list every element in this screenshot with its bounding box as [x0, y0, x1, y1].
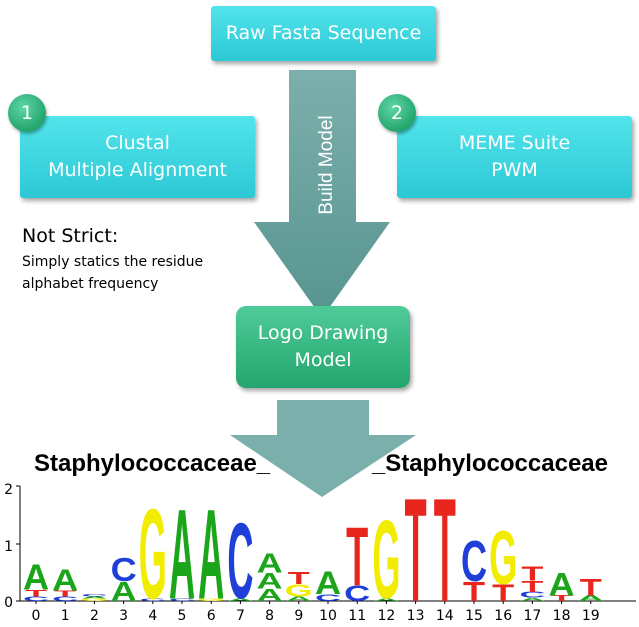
- note-body: Simply statics the residue alphabet freq…: [22, 254, 204, 292]
- logo-letter-C: C: [227, 502, 253, 623]
- logo-letter-C: C: [81, 594, 107, 597]
- logo-letter-C: C: [461, 531, 487, 594]
- clustal-node: Clustal Multiple Alignment: [20, 116, 255, 198]
- logo-drawing-label-line1: Logo Drawing: [257, 322, 389, 344]
- logo-letter-C: C: [140, 598, 166, 601]
- x-tick-label: 4: [148, 608, 157, 624]
- logo-drawing-label-line2: Model: [294, 349, 352, 371]
- y-tick-label: 1: [4, 539, 13, 555]
- logo-letter-A: A: [373, 598, 399, 602]
- logo-letter-A: A: [23, 557, 49, 598]
- y-tick-label: 0: [4, 595, 13, 611]
- logo-letter-A: A: [257, 547, 283, 578]
- logo-letter-A: A: [519, 597, 545, 602]
- x-tick-label: 19: [582, 608, 600, 624]
- step-badge-2: 2: [378, 94, 416, 132]
- logo-letter-T: T: [54, 589, 76, 598]
- clustal-label-line1: Clustal: [105, 132, 170, 154]
- x-tick-label: 2: [90, 608, 99, 624]
- logo-letter-G: G: [197, 598, 225, 601]
- build-model-label: Build Model: [316, 115, 337, 214]
- raw-fasta-label: Raw Fasta Sequence: [225, 22, 422, 44]
- step-badge-1-label: 1: [20, 102, 34, 124]
- step-badge-2-label: 2: [390, 102, 404, 124]
- logo-letter-A: A: [549, 567, 575, 603]
- logo-letter-C: C: [52, 596, 78, 603]
- draw-logo-arrow: [230, 400, 416, 497]
- x-tick-label: 1: [61, 608, 70, 624]
- logo-letter-T: T: [580, 574, 602, 601]
- x-tick-label: 0: [32, 608, 41, 624]
- clustal-label: Clustal Multiple Alignment: [48, 130, 227, 184]
- x-tick-label: 8: [265, 608, 274, 624]
- logo-letter-A: A: [257, 586, 283, 606]
- logo-letter-T: T: [463, 576, 485, 607]
- x-tick-label: 17: [523, 608, 541, 624]
- clustal-label-line2: Multiple Alignment: [48, 159, 227, 181]
- meme-label-line2: PWM: [491, 159, 538, 181]
- x-tick-label: 12: [377, 608, 395, 624]
- build-model-arrow: [254, 70, 390, 318]
- logo-letter-T: T: [521, 563, 543, 585]
- raw-fasta-node: Raw Fasta Sequence: [211, 6, 436, 61]
- logo-drawing-label: Logo Drawing Model: [258, 320, 389, 374]
- x-tick-label: 18: [553, 608, 571, 624]
- logo-letter-G: G: [80, 598, 108, 601]
- logo-title-right: _Staphylococcaceae: [371, 450, 608, 477]
- logo-letter-T: T: [405, 468, 427, 627]
- x-tick-label: 3: [119, 608, 128, 624]
- logo-letter-G: G: [489, 515, 517, 601]
- logo-letter-A: A: [257, 569, 283, 594]
- x-tick-label: 11: [348, 608, 366, 624]
- note-title: Not Strict:: [22, 225, 119, 247]
- logo-letter-T: T: [288, 568, 311, 588]
- logo-letter-C: C: [23, 596, 49, 603]
- logo-letter-T: T: [521, 577, 543, 595]
- logo-letter-A: A: [81, 596, 107, 599]
- x-tick-label: 14: [436, 608, 454, 624]
- logo-letter-T: T: [551, 594, 573, 603]
- logo-letter-A: A: [52, 564, 78, 598]
- logo-letter-T: T: [25, 588, 47, 599]
- x-tick-label: 15: [465, 608, 483, 624]
- logo-drawing-node: Logo Drawing Model: [236, 306, 410, 388]
- logo-letter-A: A: [227, 598, 253, 602]
- meme-label: MEME Suite PWM: [459, 130, 570, 184]
- meme-label-line1: MEME Suite: [458, 132, 571, 154]
- x-tick-label: 10: [319, 608, 337, 624]
- x-tick-label: 13: [407, 608, 425, 624]
- logo-letter-A: A: [578, 594, 604, 603]
- x-tick-label: 6: [207, 608, 216, 624]
- logo-letter-C: C: [315, 592, 341, 603]
- logo-letter-C: C: [111, 551, 137, 589]
- logo-title-left: Staphylococcaceae_: [34, 450, 271, 477]
- y-tick-label: 2: [4, 482, 13, 498]
- logo-letter-A: A: [169, 483, 195, 626]
- logo-letter-C: C: [169, 598, 195, 601]
- x-tick-label: 16: [494, 608, 512, 624]
- step-badge-1: 1: [8, 94, 46, 132]
- x-tick-label: 9: [294, 608, 303, 624]
- logo-letter-G: G: [139, 483, 167, 626]
- logo-letter-G: G: [285, 581, 313, 601]
- logo-letter-C: C: [519, 590, 545, 599]
- logo-letter-T: T: [346, 510, 368, 604]
- logo-letter-A: A: [315, 566, 341, 602]
- x-tick-label: 7: [236, 608, 245, 624]
- logo-letter-T: T: [434, 468, 456, 627]
- logo-letter-A: A: [286, 596, 312, 603]
- logo-letter-A: A: [198, 483, 224, 626]
- meme-node: MEME Suite PWM: [397, 116, 632, 198]
- logo-letter-T: T: [492, 580, 514, 607]
- x-tick-label: 5: [178, 608, 187, 624]
